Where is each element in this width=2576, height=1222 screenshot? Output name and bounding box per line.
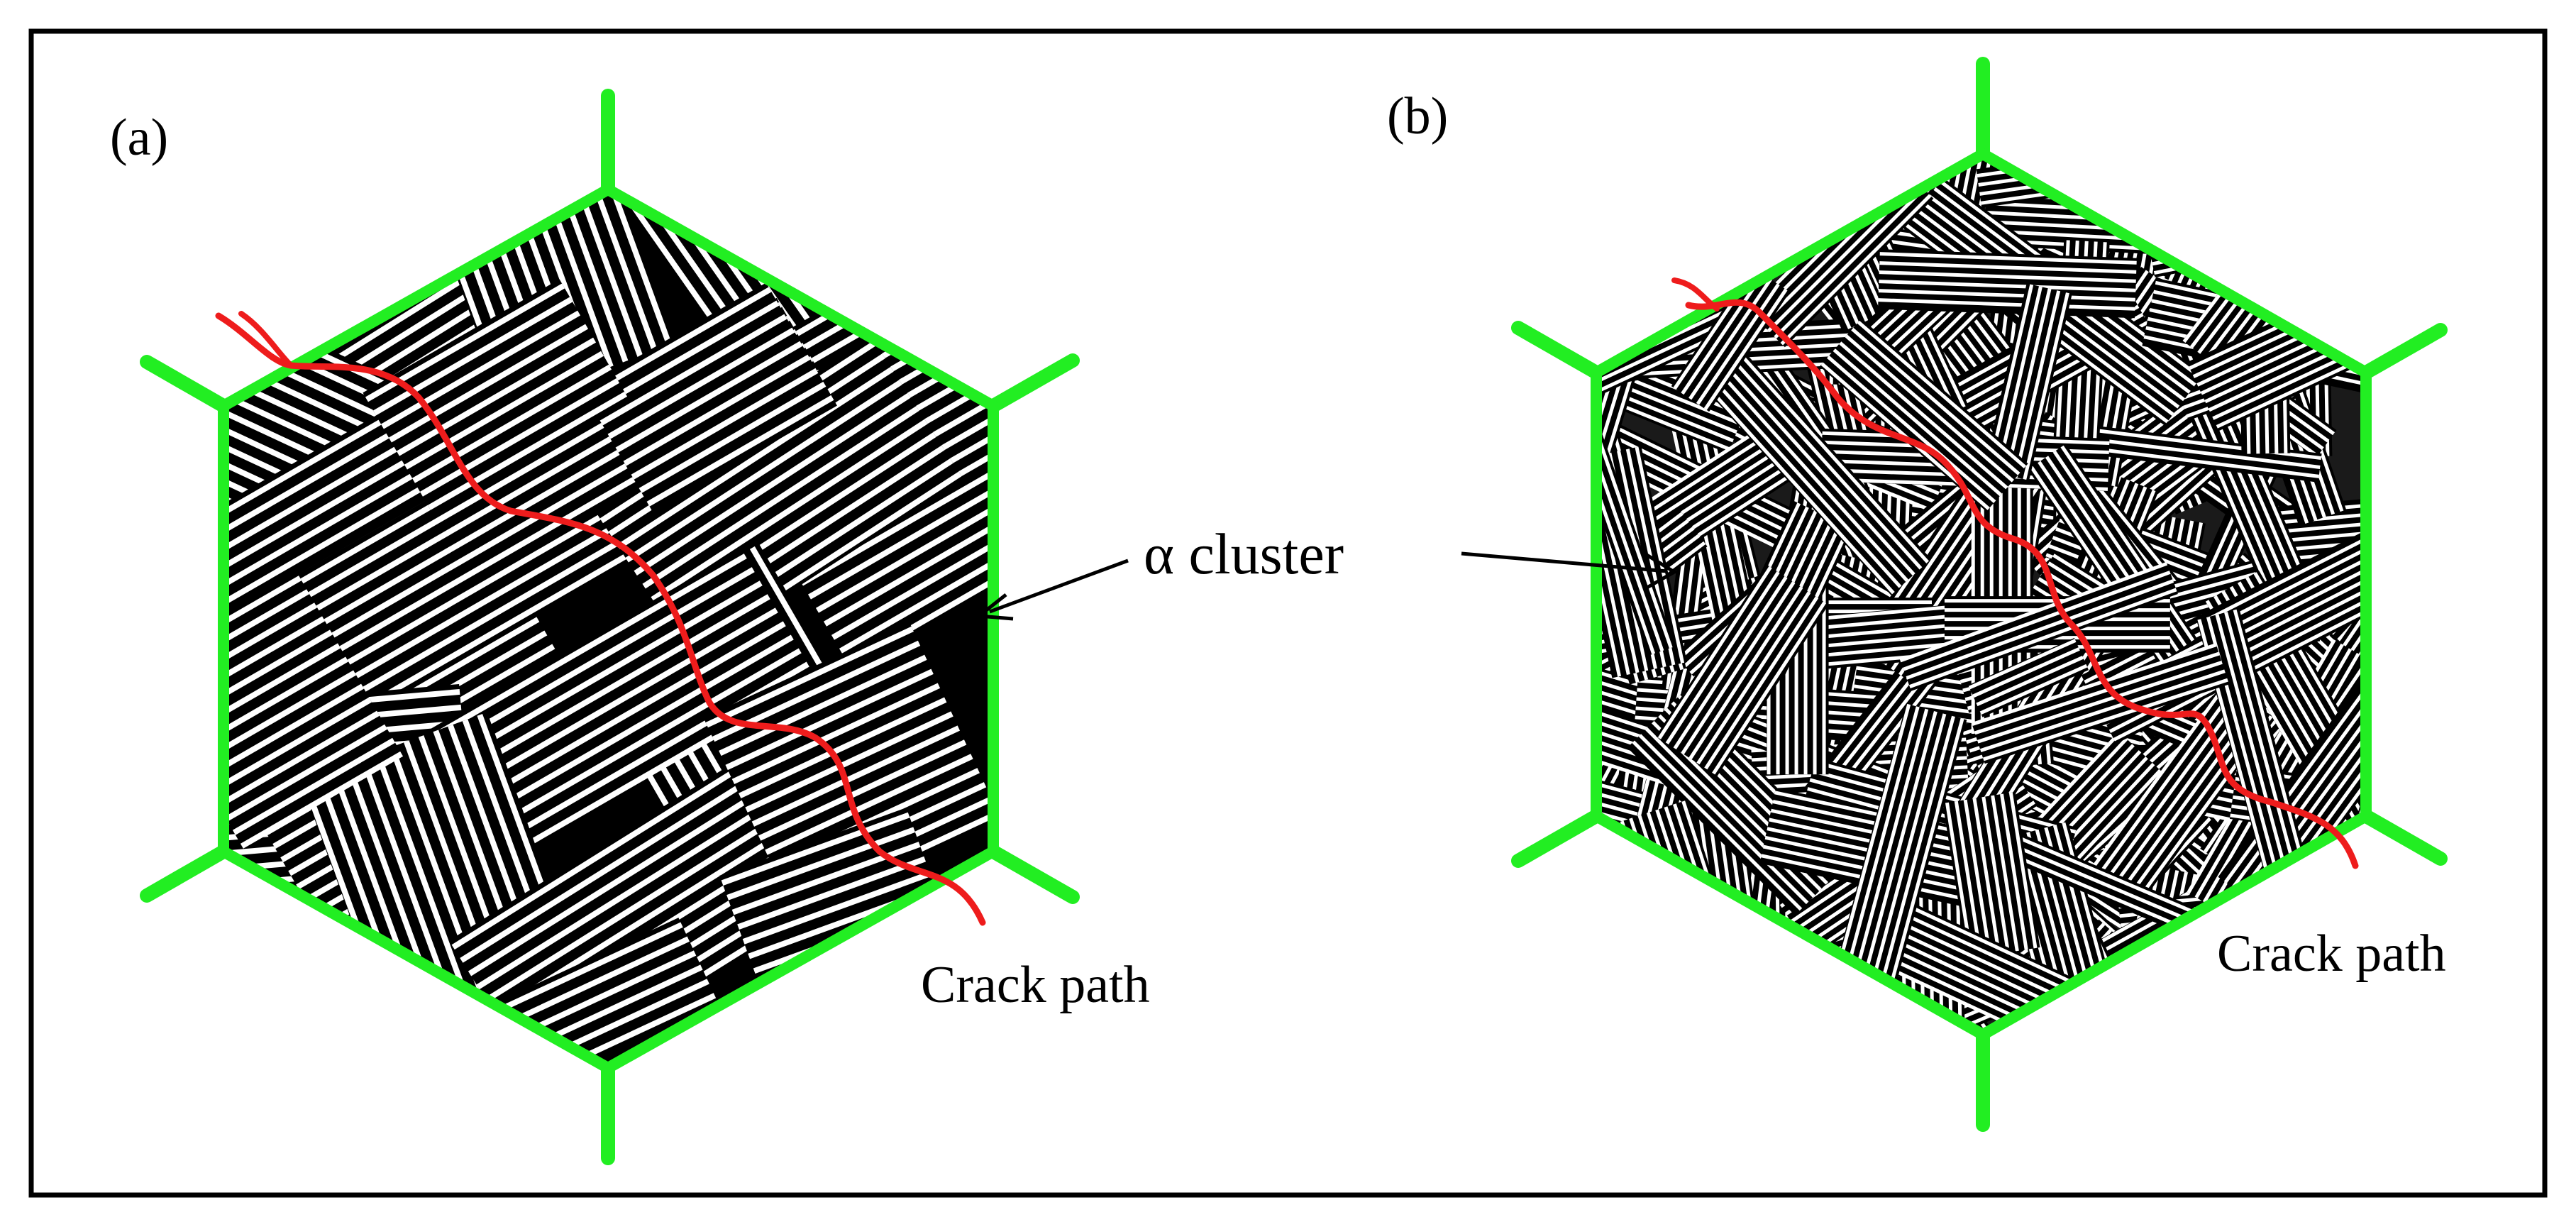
alpha-colony	[1971, 643, 2230, 764]
panel-b-crack-path	[1685, 299, 2359, 869]
alpha-cluster-annotation: α cluster	[974, 522, 1678, 621]
panel-b-grain-boundary-legs	[1511, 57, 2448, 1132]
panel-a-crack-label: Crack path	[921, 956, 1150, 1014]
alpha-colony	[1684, 329, 1932, 595]
arrow-head-b	[1643, 551, 1678, 591]
panel-b-grain-boundary	[1591, 148, 2372, 1040]
alpha-colony	[1878, 249, 2137, 319]
panel-b-crack-label: Crack path	[2217, 925, 2446, 983]
alpha-colony	[1942, 791, 2040, 959]
boundary-leg	[1511, 321, 1603, 380]
alpha-colony	[582, 282, 837, 512]
arrow-head-a	[974, 593, 1014, 621]
panel-b-crack-branch	[1671, 277, 1720, 312]
panel-a-crack-path	[215, 312, 986, 926]
alpha-colony	[1984, 283, 2072, 480]
panel-a-crack-branch	[238, 311, 294, 368]
alpha-colony	[1899, 561, 2178, 691]
alpha-colony	[1827, 703, 1967, 1015]
boundary-leg	[986, 844, 1080, 904]
boundary-leg	[2359, 809, 2448, 866]
panel-a-grain-boundary	[218, 184, 999, 1074]
boundary-leg	[1511, 809, 1603, 868]
alpha-colony	[223, 571, 404, 849]
boundary-leg	[2359, 323, 2448, 380]
boundary-leg	[140, 355, 231, 413]
boundary-leg	[986, 353, 1080, 413]
alpha-colony	[1656, 564, 1829, 776]
arrow-to-panel-b	[1461, 551, 1668, 573]
panel-a-label: (a)	[110, 109, 168, 167]
alpha-colony	[703, 622, 993, 912]
arrow-to-panel-a	[989, 558, 1129, 614]
alpha-colony	[1968, 637, 2089, 717]
panel-b-label: (b)	[1387, 87, 1448, 145]
boundary-leg	[140, 844, 231, 903]
panel-a-grain-boundary-legs	[140, 89, 1080, 1165]
alpha-cluster-label: α cluster	[1144, 522, 1344, 586]
alpha-colony	[363, 279, 631, 516]
alpha-colony	[1671, 266, 1790, 412]
